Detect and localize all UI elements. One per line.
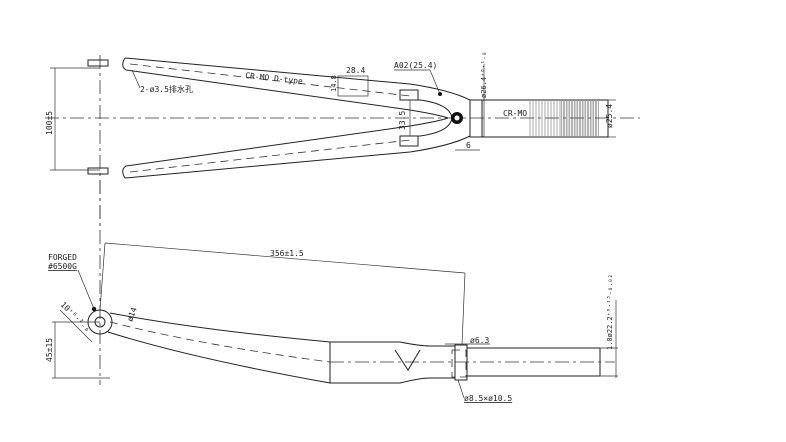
section-box [337, 75, 369, 97]
upper-blade-axis [129, 63, 411, 97]
thickness-label: 14.8 [330, 75, 338, 92]
dim-line-length [104, 242, 466, 274]
width-label: 28.4 [346, 66, 365, 75]
rake-label: 45±15 [45, 338, 54, 362]
crown-detail [394, 349, 421, 371]
offset-label: 6 [466, 141, 471, 150]
crown-label: A02(25.4) [394, 61, 437, 70]
top-view: 100±5 CR-MO D-type 2-ø3.5排水孔 28.4 14.8 3… [45, 52, 640, 230]
hole-label: 2-ø3.5排水孔 [140, 84, 193, 94]
blade-lower-edge [107, 331, 331, 384]
steerer [481, 99, 609, 138]
dropout-upper [87, 59, 109, 67]
lower-blade-inner [122, 117, 449, 179]
hole-label: ø6.3 [470, 336, 489, 345]
upper-blade-inner [122, 57, 449, 119]
crown-body [329, 341, 456, 384]
leader [77, 269, 95, 310]
dim-line-dropout [59, 309, 93, 343]
steerer-tube [466, 347, 601, 377]
blade-upper-edge [109, 312, 331, 343]
steerer-base [469, 99, 483, 138]
side-view: 356±1.5 FORGED #6500G 10⁺⁰·²₋₀ ø14 45±15… [45, 180, 618, 403]
forged-label: FORGED [48, 253, 77, 262]
ext-line [461, 272, 466, 346]
length-label: 356±1.5 [270, 249, 304, 258]
leader [429, 69, 441, 95]
inner-width-label: 33.5 [398, 111, 407, 130]
crown-socket-upper [399, 89, 419, 101]
lower-blade-axis [129, 139, 411, 173]
leader [457, 379, 465, 399]
dropout-lower [87, 167, 109, 175]
crown-bolt-hole [454, 115, 460, 121]
spacing-label: 100±5 [45, 111, 54, 135]
ext-line [99, 242, 106, 311]
threads [529, 101, 599, 136]
steerer-label: 1.0ø22.2⁺⁰·¹⁵₋₀.₀₂ [606, 274, 614, 350]
lower-blade-outer [124, 135, 471, 179]
bolt-hole [451, 349, 467, 378]
crown-socket-lower [399, 135, 419, 147]
bolt-label: ø8.5×ø10.5 [464, 394, 512, 403]
blade-dia-label: ø14 [125, 306, 138, 323]
thread-dia-label: ø25.4 [605, 104, 614, 128]
leader [131, 69, 141, 89]
upper-blade-outer [124, 57, 471, 101]
dropout-label: 10⁺⁰·²₋₀ [59, 300, 93, 334]
steerer-material: CR-MO [503, 109, 527, 118]
forged-code: #6500G [48, 262, 77, 271]
